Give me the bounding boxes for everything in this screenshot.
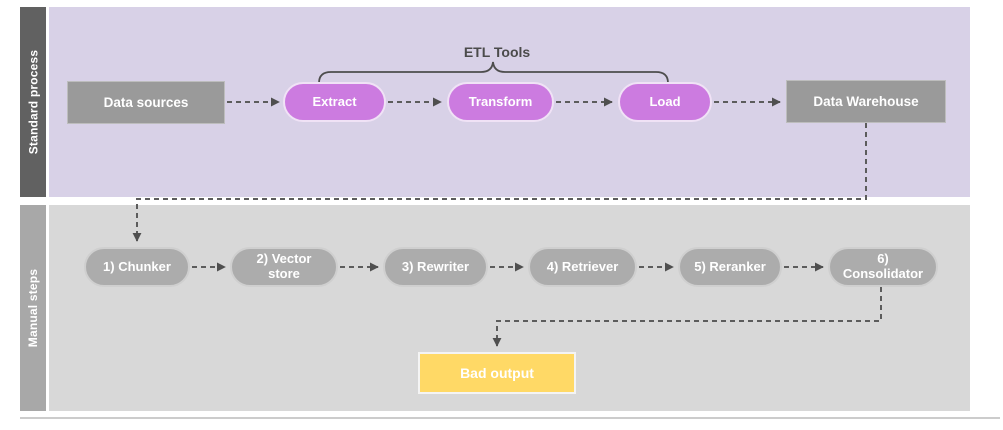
node-extract: Extract	[283, 82, 386, 122]
bottom-divider-line	[20, 417, 1000, 419]
node-data-sources: Data sources	[67, 81, 225, 124]
lane-manual-steps-text: Manual steps	[26, 268, 41, 348]
node-transform: Transform	[447, 82, 554, 122]
lane-standard-process-label: Standard process	[20, 7, 46, 197]
node-chunker: 1) Chunker	[84, 247, 190, 287]
node-reranker: 5) Reranker	[678, 247, 782, 287]
lane-manual-steps-label: Manual steps	[20, 205, 46, 411]
node-consolidator: 6) Consolidator	[828, 247, 938, 287]
node-rewriter: 3) Rewriter	[383, 247, 488, 287]
node-retriever: 4) Retriever	[528, 247, 637, 287]
node-bad-output: Bad output	[418, 352, 576, 394]
node-vector-store: 2) Vector store	[230, 247, 338, 287]
node-data-warehouse: Data Warehouse	[786, 80, 946, 123]
etl-tools-label: ETL Tools	[463, 44, 531, 60]
lane-standard-process-text: Standard process	[26, 49, 41, 155]
node-load: Load	[618, 82, 712, 122]
